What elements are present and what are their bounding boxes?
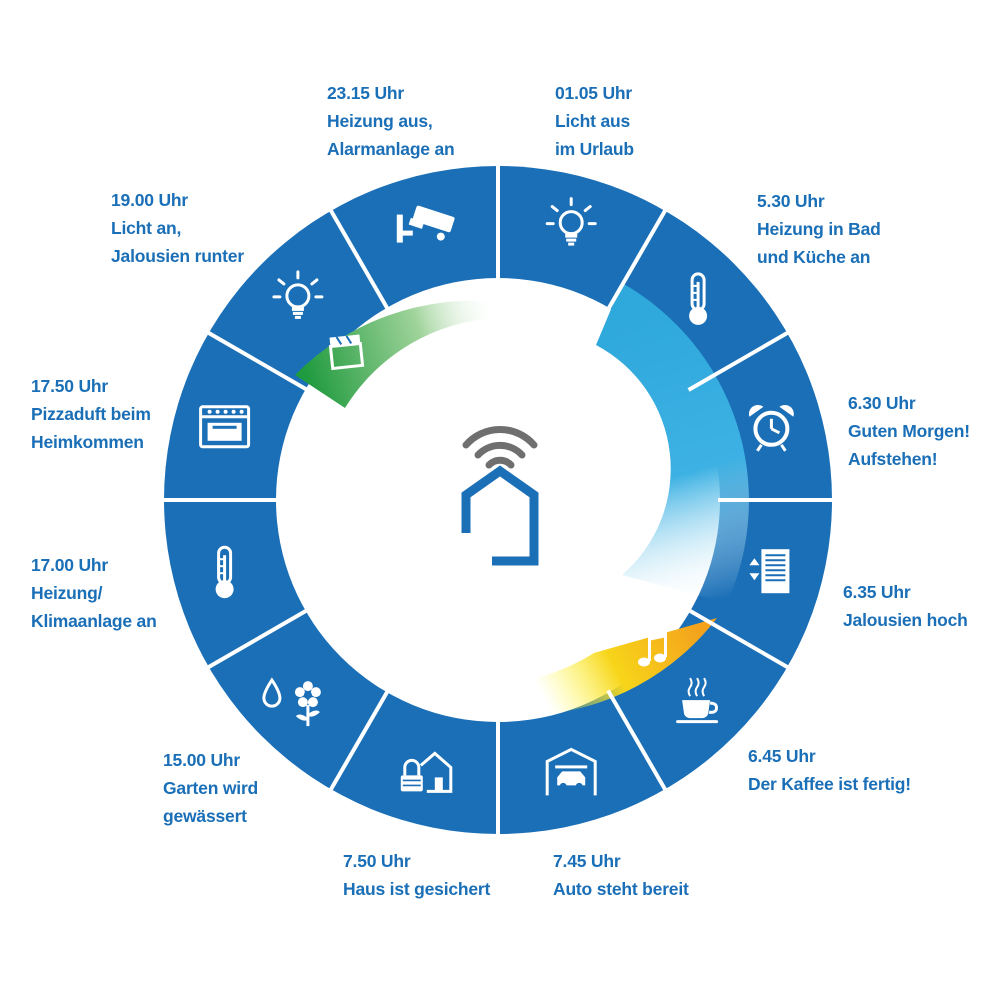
event-text-line: Jalousien runter [111, 246, 244, 266]
event-text-line: Heizung/ [31, 583, 103, 603]
event-label-0530: 5.30 Uhr Heizung in Bad und Küche an [757, 187, 881, 271]
inner-disc [276, 278, 720, 722]
event-label-0645: 6.45 Uhr Der Kaffee ist fertig! [748, 742, 911, 798]
event-text-line: Auto steht bereit [553, 879, 689, 899]
event-label-0745: 7.45 Uhr Auto steht bereit [553, 847, 689, 903]
event-label-0750: 7.50 Uhr Haus ist gesichert [343, 847, 490, 903]
event-text-line: Licht an, [111, 218, 182, 238]
event-time: 6.35 Uhr [843, 582, 911, 602]
event-text-line: Alarmanlage an [327, 139, 455, 159]
event-label-1750: 17.50 Uhr Pizzaduft beim Heimkommen [31, 372, 151, 456]
oven-icon [199, 405, 251, 449]
event-text-line: Der Kaffee ist fertig! [748, 774, 911, 794]
alarm-clock-icon [748, 404, 794, 452]
coffee-cup-icon [676, 677, 719, 724]
event-text-line: gewässert [163, 806, 247, 826]
blinds-icon [749, 549, 790, 594]
event-text-line: Pizzaduft beim [31, 404, 151, 424]
house-lock-icon [400, 751, 453, 793]
event-text-line: Haus ist gesichert [343, 879, 491, 899]
segment-dividers [162, 164, 834, 836]
event-text-line: Guten Morgen! [848, 421, 970, 441]
event-text-line: Heizung aus, [327, 111, 433, 131]
segment-divider [606, 689, 668, 792]
morning-highlight-arc [596, 283, 749, 603]
event-time: 01.05 Uhr [555, 83, 632, 103]
event-time: 23.15 Uhr [327, 83, 404, 103]
ring-icons [199, 197, 794, 796]
event-text-line: Garten wird [163, 778, 259, 798]
event-text-line: Klimaanlage an [31, 611, 157, 631]
lightbulb-icon [545, 197, 597, 246]
event-label-0635: 6.35 Uhr Jalousien hoch [843, 578, 968, 634]
segment-divider [206, 608, 309, 670]
segment-divider [606, 208, 668, 311]
thermometer-icon [689, 272, 708, 325]
segment-divider [206, 330, 309, 392]
event-text-line: Jalousien hoch [843, 610, 968, 630]
music-note-icon [638, 631, 667, 667]
event-time: 17.50 Uhr [31, 376, 108, 396]
event-time: 7.45 Uhr [553, 851, 621, 871]
water-flower-icon [262, 677, 321, 727]
segment-divider [687, 608, 790, 670]
event-time: 7.50 Uhr [343, 851, 411, 871]
event-label-1700: 17.00 Uhr Heizung/ Klimaanlage an [31, 551, 157, 635]
smart-home-wifi-icon [461, 425, 539, 566]
event-label-1900: 19.00 Uhr Licht an, Jalousien runter [111, 186, 244, 270]
segment-divider [328, 689, 390, 792]
event-label-2315: 23.15 Uhr Heizung aus, Alarmanlage an [327, 79, 455, 163]
event-label-1500: 15.00 Uhr Garten wird gewässert [163, 746, 258, 830]
event-label-0630: 6.30 Uhr Guten Morgen! Aufstehen! [848, 389, 970, 473]
event-text-line: Heizung in Bad [757, 219, 881, 239]
event-time: 5.30 Uhr [757, 191, 825, 211]
event-time: 17.00 Uhr [31, 555, 108, 575]
segment-divider [687, 330, 790, 392]
breakfast-highlight-arc [528, 618, 717, 715]
event-time: 6.45 Uhr [748, 746, 816, 766]
garage-car-icon [545, 747, 597, 796]
security-camera-icon [396, 205, 455, 243]
event-time: 6.30 Uhr [848, 393, 916, 413]
event-text-line: im Urlaub [555, 139, 634, 159]
clapperboard-icon [328, 334, 365, 371]
event-label-0105: 01.05 Uhr Licht aus im Urlaub [555, 79, 634, 163]
event-time: 15.00 Uhr [163, 750, 240, 770]
event-time: 19.00 Uhr [111, 190, 188, 210]
lightbulb-icon [272, 270, 324, 319]
event-text-line: Licht aus [555, 111, 631, 131]
event-text-line: Aufstehen! [848, 449, 938, 469]
event-text-line: und Küche an [757, 247, 871, 267]
segment-divider [328, 208, 390, 311]
thermometer-icon [215, 545, 234, 599]
event-text-line: Heimkommen [31, 432, 144, 452]
evening-highlight-arc [295, 300, 498, 408]
